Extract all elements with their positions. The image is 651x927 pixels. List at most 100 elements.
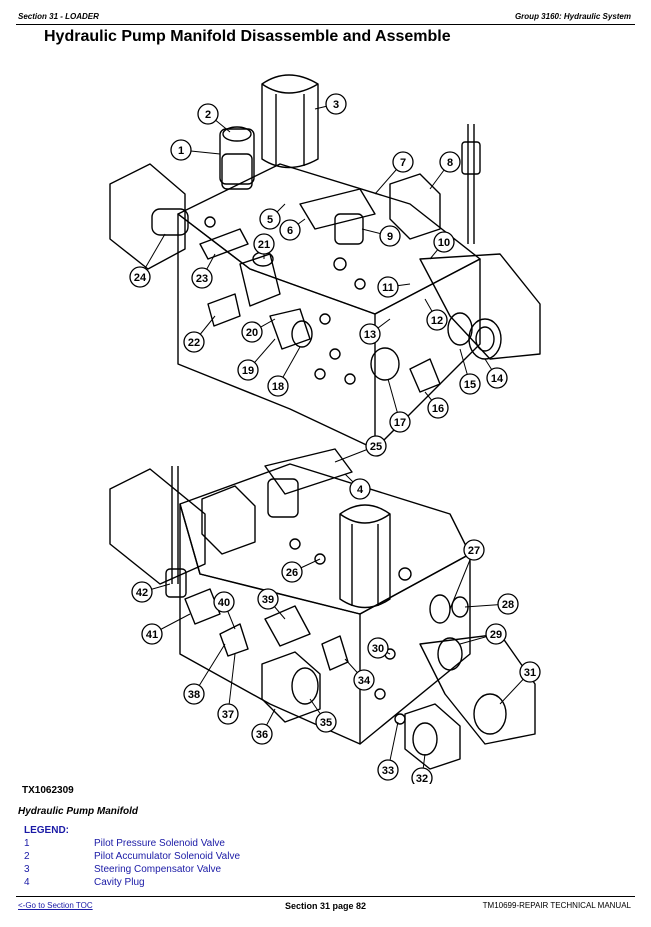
figure-id: TX1062309	[22, 785, 74, 796]
callout-circle	[349, 478, 371, 500]
callout-35: 35	[315, 711, 337, 733]
callout-circle	[463, 539, 485, 561]
legend-item-label: Pilot Accumulator Solenoid Valve	[94, 851, 241, 862]
legend-item-label: Cavity Plug	[94, 877, 145, 888]
callout-28: 28	[497, 593, 519, 615]
footer-rule	[16, 896, 635, 897]
callout-34: 34	[353, 669, 375, 691]
callout-number: 6	[287, 225, 293, 237]
callout-number: 8	[447, 157, 453, 169]
callout-number: 3	[333, 99, 339, 111]
callout-40: 40	[213, 591, 235, 613]
callout-circle	[129, 266, 151, 288]
section-toc-link[interactable]: <-Go to Section TOC	[18, 901, 93, 910]
callout-number: 1	[178, 145, 184, 157]
callout-12: 12	[426, 309, 448, 331]
callout-20: 20	[241, 321, 263, 343]
callout-number: 10	[438, 237, 450, 249]
callout-circle	[367, 637, 389, 659]
callout-circle	[389, 411, 411, 433]
callout-circle	[131, 581, 153, 603]
header-section: Section 31 - LOADER	[18, 12, 99, 21]
callout-circle	[519, 661, 541, 683]
manual-id: TM10699-REPAIR TECHNICAL MANUAL	[482, 901, 631, 910]
callout-circle	[279, 219, 301, 241]
callout-26: 26	[281, 561, 303, 583]
callout-number: 11	[382, 282, 394, 294]
callout-circle	[411, 767, 433, 784]
legend-item: 4 Cavity Plug	[24, 877, 145, 888]
callout-circle	[183, 683, 205, 705]
callout-4: 4	[349, 478, 371, 500]
callout-number: 42	[136, 587, 148, 599]
callout-circle	[359, 323, 381, 345]
callout-number: 40	[218, 597, 230, 609]
callout-circle	[217, 703, 239, 725]
callout-number: 20	[246, 327, 258, 339]
callout-32: 32	[411, 767, 433, 784]
legend-item-number: 4	[24, 877, 30, 888]
callout-circle	[315, 711, 337, 733]
callout-number: 21	[258, 239, 270, 251]
callout-number: 19	[242, 365, 254, 377]
callout-21: 21	[253, 233, 275, 255]
callout-number: 5	[267, 214, 273, 226]
callout-38: 38	[183, 683, 205, 705]
callout-6: 6	[279, 219, 301, 241]
callout-number: 41	[146, 629, 158, 641]
callout-circle	[365, 435, 387, 457]
callout-39: 39	[257, 588, 279, 610]
callout-circle	[377, 276, 399, 298]
callout-circle	[191, 267, 213, 289]
legend-item-number: 1	[24, 838, 30, 849]
callout-36: 36	[251, 723, 273, 745]
callout-circle	[197, 103, 219, 125]
callout-number: 33	[382, 765, 394, 777]
legend-item-label: Pilot Pressure Solenoid Valve	[94, 838, 225, 849]
page-title: Hydraulic Pump Manifold Disassemble and …	[44, 28, 451, 45]
callout-number: 2	[205, 109, 211, 121]
callout-29: 29	[485, 623, 507, 645]
callout-circle	[325, 93, 347, 115]
callout-30: 30	[367, 637, 389, 659]
callout-number: 34	[358, 675, 371, 687]
upper-manifold-drawing	[109, 74, 541, 450]
callout-37: 37	[217, 703, 239, 725]
callout-8: 8	[439, 151, 461, 173]
callout-circle	[486, 367, 508, 389]
callout-number: 30	[372, 643, 384, 655]
callout-number: 23	[196, 273, 208, 285]
callout-15: 15	[459, 373, 481, 395]
callout-number: 31	[524, 667, 536, 679]
callout-number: 25	[370, 441, 382, 453]
callout-18: 18	[267, 375, 289, 397]
callout-24: 24	[129, 266, 151, 288]
callout-circle	[497, 593, 519, 615]
callout-number: 36	[256, 729, 268, 741]
callout-16: 16	[427, 397, 449, 419]
callout-7: 7	[392, 151, 414, 173]
callout-circle	[439, 151, 461, 173]
callout-circle	[353, 669, 375, 691]
callout-number: 39	[262, 594, 274, 606]
callout-circle	[459, 373, 481, 395]
callout-1: 1	[170, 139, 192, 161]
callout-circle	[170, 139, 192, 161]
legend-heading: LEGEND:	[24, 825, 69, 836]
callout-41: 41	[141, 623, 163, 645]
callout-circle	[237, 359, 259, 381]
callout-number: 27	[468, 545, 480, 557]
callout-number: 4	[357, 484, 364, 496]
callout-circle	[267, 375, 289, 397]
callout-number: 24	[134, 272, 147, 284]
figure-caption: Hydraulic Pump Manifold	[18, 806, 139, 817]
callout-10: 10	[433, 231, 455, 253]
callout-number: 17	[394, 417, 406, 429]
callout-17: 17	[389, 411, 411, 433]
callout-23: 23	[191, 267, 213, 289]
callout-31: 31	[519, 661, 541, 683]
callout-circle	[392, 151, 414, 173]
callout-number: 15	[464, 379, 476, 391]
callout-number: 22	[188, 337, 200, 349]
